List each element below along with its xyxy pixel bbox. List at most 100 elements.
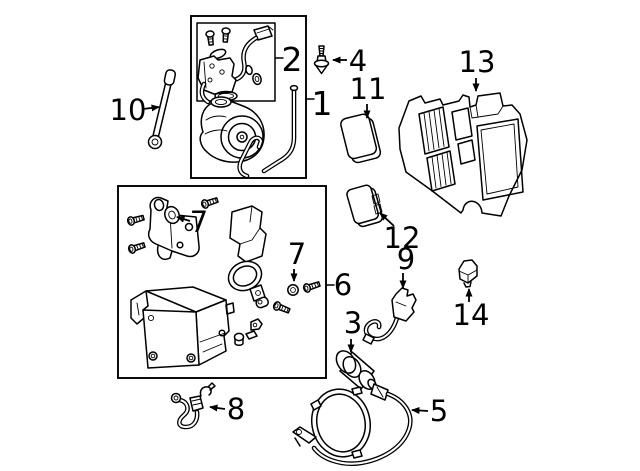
rod-inner [154, 83, 170, 137]
callout-9-label: 9 [397, 242, 415, 276]
fastener-cluster [233, 296, 292, 346]
callout-12-arrow [379, 212, 395, 227]
part-10-stay-rod [147, 69, 177, 150]
bolt-hole [186, 353, 196, 363]
pump-pipes [237, 84, 299, 179]
washer-hole [168, 210, 176, 220]
washer-outer [164, 205, 180, 225]
part-1-pump-assembly-group [190, 15, 307, 179]
harness-wire-inner [233, 37, 257, 81]
bracket-slot-group [418, 106, 450, 155]
ring-terminal [170, 392, 182, 404]
callout-6-label: 6 [334, 268, 352, 302]
harness-wire [231, 35, 259, 83]
part-6-actuator-assembly-group [117, 185, 327, 379]
grommet-outer [287, 284, 299, 296]
harness-wire-inner [178, 399, 199, 428]
horn-disc [227, 260, 266, 302]
pump-face-hub [236, 131, 248, 143]
callout-3-label: 3 [344, 306, 362, 340]
bracket-top-tab [469, 104, 504, 119]
module-12-face [346, 184, 380, 225]
side-tab [225, 302, 235, 315]
part-3-solenoid [335, 350, 389, 401]
bracket-plate [147, 196, 200, 258]
bracket-panel-inner [480, 123, 519, 195]
part-4-bolt [313, 45, 330, 75]
rod-eyelet-hole [151, 138, 159, 146]
detail-line [256, 25, 274, 34]
harness-fork [199, 382, 216, 397]
grommet-hole [254, 75, 260, 83]
ring-outer [311, 388, 371, 458]
pump-neck [210, 96, 232, 108]
bracket-outline [398, 92, 528, 217]
rivet-bolt-icon [220, 26, 231, 44]
rivet-bolt-icon [204, 29, 216, 47]
grommet-small [252, 72, 262, 86]
pigtail-wire-inner [365, 317, 398, 340]
bolt-point [314, 64, 329, 75]
callout-11-label: 11 [350, 72, 387, 106]
pigtail-connector [362, 333, 375, 345]
callout-5-label: 5 [430, 394, 448, 428]
ring-clip [310, 399, 322, 411]
grommet-hole [257, 299, 263, 305]
callout-10-arrow [142, 104, 160, 112]
ring-inner [316, 393, 366, 453]
screw-icon [301, 279, 322, 294]
detail-line [136, 302, 140, 316]
molded-connector-block [229, 205, 267, 263]
callout-8-label: 8 [227, 392, 245, 426]
pump-motor-unit [199, 81, 265, 163]
ring-clip [351, 386, 363, 396]
detail-line [239, 205, 261, 245]
callout-7a-arrow [176, 215, 191, 223]
callout-14-label: 14 [453, 298, 490, 332]
pump-wire-inner [200, 83, 209, 103]
callout-2-label: 2 [282, 40, 303, 79]
pump-neck-inner [214, 98, 228, 106]
actuator-unit [130, 286, 235, 369]
callout-5-arrow [411, 406, 429, 414]
callout-8-arrow [209, 404, 226, 412]
part-6-group-box [117, 185, 327, 379]
detail-line [376, 386, 384, 398]
washer-7a [164, 205, 180, 225]
tail-pin [294, 437, 301, 447]
pipe-j-hook-inner [238, 136, 262, 177]
part-12-module [346, 184, 384, 228]
cable-inner [313, 393, 412, 465]
bolt-flange [313, 59, 330, 68]
grommet-hole [252, 322, 258, 328]
part-13-bracket-panel [398, 92, 528, 217]
tail-clip-hole [296, 429, 302, 435]
module-11-face [340, 113, 378, 160]
rod-top-connector [163, 69, 177, 86]
screw-icon [126, 240, 147, 255]
clip-body [458, 259, 478, 284]
callout-4-label: 4 [349, 44, 367, 78]
detail-line [191, 398, 203, 406]
detail-line [458, 269, 478, 284]
cylinder-rib [342, 356, 362, 378]
callout-7b-label: 7 [288, 237, 306, 271]
clip-nub [463, 281, 472, 288]
bracket-flap [156, 245, 173, 260]
bolt-hole-center [150, 353, 156, 359]
ring-terminal-hole [173, 395, 179, 401]
detail-line [204, 115, 228, 135]
part-2-seal-kit-box [196, 22, 276, 102]
grommet-hole [290, 287, 296, 293]
bolt-threads [318, 48, 325, 54]
disc-inner [232, 265, 258, 287]
detail-line [395, 301, 407, 307]
hole [207, 77, 213, 83]
bolt-hole [147, 314, 155, 322]
part-11-module [340, 113, 382, 164]
disc-tab-hole [255, 290, 261, 296]
grommet-small [245, 64, 253, 76]
part-1-group-box [190, 15, 307, 179]
block-outline [229, 205, 267, 263]
